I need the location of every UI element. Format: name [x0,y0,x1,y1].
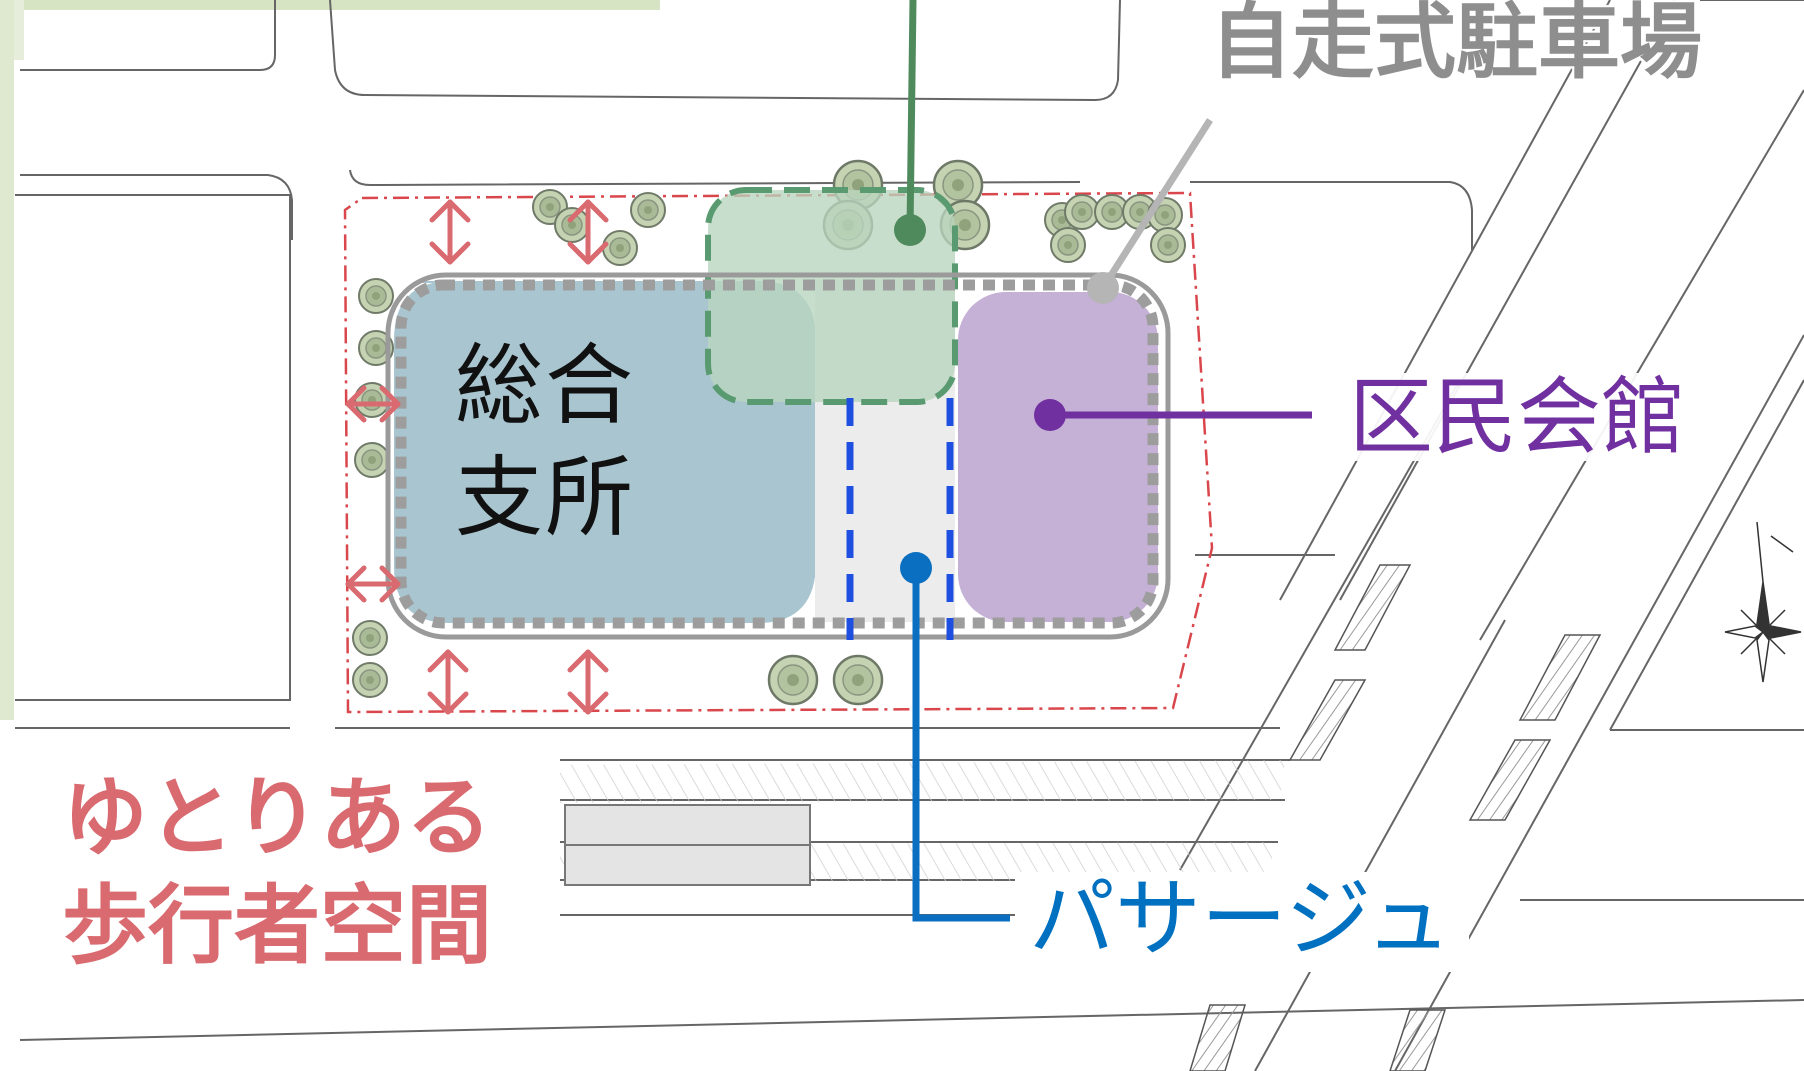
pedestrian-space-label-line1: ゆとりある [62,768,492,868]
sogo-shisho-label-line2: 支所 [455,446,636,549]
building-outline-dotted [395,279,1159,629]
parking-block [705,187,958,405]
setback-arrow-icon [567,649,609,715]
pedestrian-space-label-line2: 歩行者空間 [62,876,492,976]
crosswalks [1189,564,1602,1071]
passage-label: パサージュ [1015,872,1470,972]
kumin-leader [1034,399,1312,431]
setback-arrow-icon [567,199,609,265]
setback-arrow-icon [345,565,401,603]
passage-leader [900,552,1010,922]
setback-arrow-icon [427,649,469,715]
setback-arrow-icon [345,385,401,423]
parking-label: 自走式駐車場 [1210,0,1703,90]
hatched-sidewalk [560,760,1285,886]
parking-grey-leader [1087,118,1213,304]
passage-dashes [846,398,954,640]
parking-green-leader [894,0,926,246]
kumin-kaikan-block [958,292,1158,622]
kumin-kaikan-label: 区民会館 [1343,373,1692,461]
sogo-shisho-label-line1: 総合 [455,334,636,437]
setback-arrows [345,199,609,715]
building-outline-solid [385,272,1171,640]
site-boundary [343,191,1214,714]
pedestrian-space-label: ゆとりある 歩行者空間 [50,758,502,990]
setback-arrow-icon [429,199,471,265]
north-compass-icon [1724,521,1802,683]
sogo-shisho-label: 総合 支所 [455,330,635,554]
